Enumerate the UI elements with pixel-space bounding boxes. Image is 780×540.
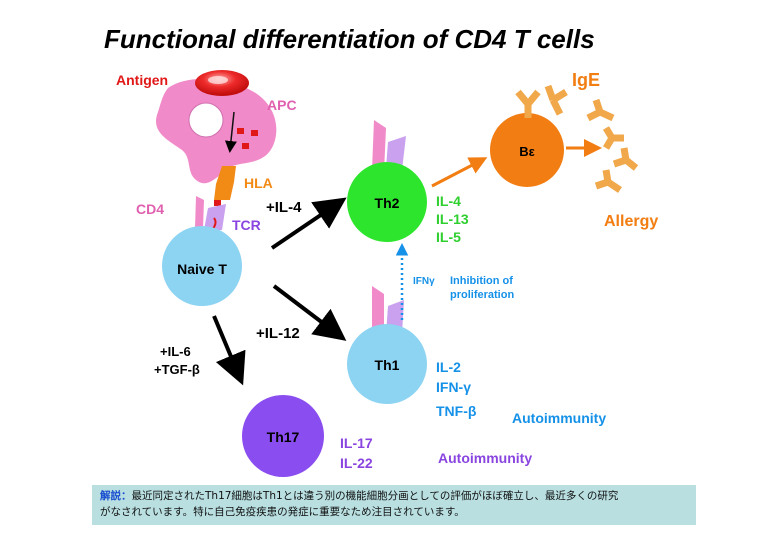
autoimmunity-th17-label: Autoimmunity: [438, 450, 532, 466]
il6-label: +IL-6: [160, 344, 191, 359]
tcr-label: TCR: [232, 217, 261, 233]
th2-label: Th2: [375, 195, 400, 211]
arrow-to-th17: [212, 315, 246, 386]
naive-t-label: Naive T: [177, 261, 227, 277]
th17-cytokine: IL-17: [340, 435, 373, 451]
processing-arrow: [224, 111, 237, 153]
autoimmunity-th1-label: Autoimmunity: [512, 410, 606, 426]
caption-line-1: 解説：最近同定されたTh17細胞はTh1とは違う別の機能細胞分画としての評価がほ…: [100, 488, 688, 504]
th17-cell: [242, 395, 324, 477]
apc-label: APC: [267, 97, 297, 113]
caption-heading: 解説：: [100, 490, 132, 502]
page-title: Functional differentiation of CD4 T cell…: [104, 24, 595, 54]
th2-cytokine: IL-5: [436, 229, 461, 245]
ige-antibodies: [515, 84, 639, 193]
th2-cytokine: IL-13: [436, 211, 469, 227]
th1-label: Th1: [375, 357, 400, 373]
allergy-label: Allergy: [604, 213, 658, 230]
arrow-to-th2: [270, 197, 347, 250]
b-cell: [490, 113, 564, 187]
th1-cytokine: IFN-γ: [436, 379, 471, 395]
hla-molecule: [214, 166, 236, 200]
th2-tcr-receptor: [386, 136, 406, 170]
tgfb-label: +TGF-β: [154, 362, 200, 377]
th2-cell: [347, 162, 427, 242]
naive-t-cell: [162, 226, 242, 306]
cd4-receptor: [195, 196, 204, 228]
arrow-to-th1: [272, 284, 347, 341]
inhibition-label-line1: Inhibition of: [450, 275, 513, 287]
caption-text-2: がなされています。特に自己免疫疾患の発症に重要なため注目されています。: [100, 506, 465, 518]
th1-cd4-receptor: [372, 286, 384, 334]
th17-label: Th17: [267, 429, 300, 445]
antigen-fragment: [242, 143, 249, 149]
hla-peptide: [214, 200, 221, 206]
antigen-fragment: [237, 128, 244, 134]
hla-label: HLA: [244, 175, 273, 191]
th1-cell: [347, 324, 427, 404]
th17-cytokine: IL-22: [340, 455, 373, 471]
ifng-label: IFNγ: [413, 276, 435, 287]
th2-cytokine: IL-4: [436, 193, 461, 209]
il4-label: +IL-4: [266, 199, 302, 216]
th1-cytokine: IL-2: [436, 359, 461, 375]
th2-cd4-receptor: [372, 120, 386, 172]
b-cell-label: Bε: [519, 144, 535, 159]
apc-nucleus: [188, 102, 224, 138]
antigen-fragment: [251, 130, 258, 136]
il12-label: +IL-12: [256, 325, 300, 342]
inhibition-label-line2: proliferation: [450, 289, 514, 301]
antigen-highlight: [208, 76, 228, 84]
caption-box: 解説：最近同定されたTh17細胞はTh1とは違う別の機能細胞分画としての評価がほ…: [92, 485, 696, 525]
antigen-label: Antigen: [116, 72, 168, 88]
ige-label: IgE: [572, 70, 600, 90]
th1-cytokine: TNF-β: [436, 403, 477, 419]
cd4-label: CD4: [136, 201, 164, 217]
caption-text-1: 最近同定されたTh17細胞はTh1とは違う別の機能細胞分画としての評価がほぼ確立…: [131, 490, 619, 502]
tcr-receptor: [204, 204, 226, 230]
arrow-th2-to-b: [431, 157, 488, 188]
